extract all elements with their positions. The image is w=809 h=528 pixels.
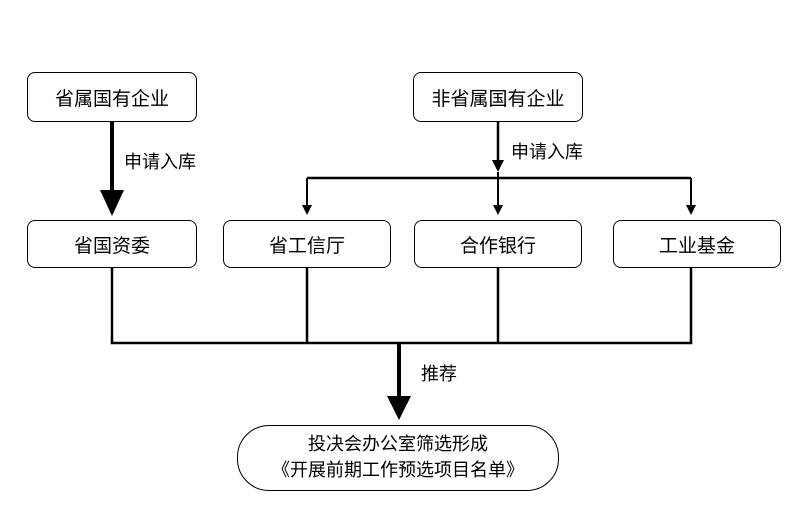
arrowhead-sasac (100, 190, 124, 216)
arrowhead-partner-bank (493, 205, 503, 215)
node-provincial-soe: 省属国有企业 (27, 72, 197, 122)
final-line-1: 投决会办公室筛选形成 (308, 434, 488, 455)
node-provincial-soe-label: 省属国有企业 (54, 87, 169, 110)
node-partner-bank-label: 合作银行 (459, 234, 536, 257)
node-industry-fund: 工业基金 (613, 220, 781, 268)
node-industry-dept: 省工信厅 (223, 220, 391, 268)
node-sasac-label: 省国资委 (73, 234, 150, 257)
final-line-2: 《开展前期工作预选项目名单》 (272, 460, 524, 481)
arrowhead-industry-dept (302, 205, 312, 215)
node-final-list: 投决会办公室筛选形成 《开展前期工作预选项目名单》 (237, 425, 559, 491)
node-non-provincial-soe: 非省属国有企业 (413, 72, 583, 122)
arrowhead-industry-fund (686, 205, 696, 215)
node-non-provincial-soe-label: 非省属国有企业 (431, 87, 565, 110)
node-industry-fund-label: 工业基金 (658, 234, 735, 257)
edge-label-recommend: 推荐 (421, 364, 457, 385)
node-partner-bank: 合作银行 (414, 220, 582, 268)
edge-label-apply-right: 申请入库 (511, 142, 583, 163)
arrowhead-recommend (387, 396, 411, 420)
edge-label-apply-left: 申请入库 (124, 152, 196, 173)
node-industry-dept-label: 省工信厅 (268, 234, 345, 257)
node-sasac: 省国资委 (27, 220, 197, 268)
arrowhead-nonprov (492, 160, 504, 172)
